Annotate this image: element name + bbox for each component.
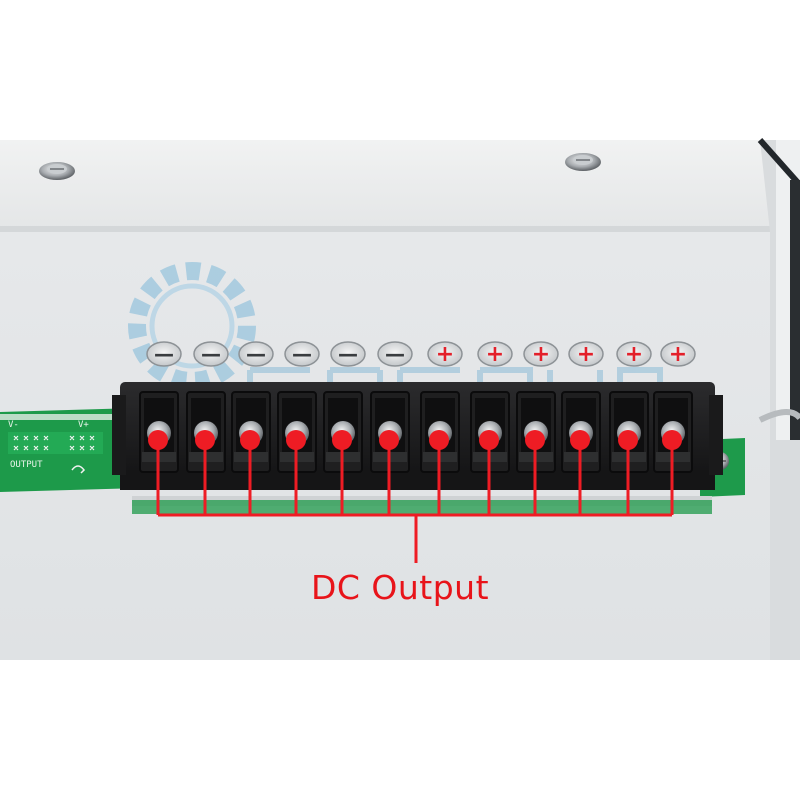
polarity-symbol: + xyxy=(532,342,550,367)
output-marker-6 xyxy=(379,430,399,450)
lid-screw-left xyxy=(39,162,75,180)
terminal-screw-12 xyxy=(653,391,693,473)
polarity-symbol: — xyxy=(201,342,221,366)
plus-polarity-tag: + xyxy=(523,341,559,367)
output-marker-5 xyxy=(332,430,352,450)
minus-polarity-tag: — xyxy=(284,341,320,367)
minus-polarity-tag: — xyxy=(377,341,413,367)
output-marker-12 xyxy=(662,430,682,450)
output-marker-1 xyxy=(148,430,168,450)
output-marker-3 xyxy=(240,430,260,450)
plus-polarity-tag: + xyxy=(427,341,463,367)
pcb-label-output: OUTPUT xyxy=(10,460,43,470)
plus-polarity-tag: + xyxy=(477,341,513,367)
minus-polarity-tag: — xyxy=(146,341,182,367)
dc-output-label: DC Output xyxy=(310,568,490,607)
callout-markers xyxy=(148,430,682,450)
plus-polarity-tag: + xyxy=(568,341,604,367)
minus-polarity-tag: — xyxy=(193,341,229,367)
polarity-symbol: + xyxy=(577,342,595,367)
minus-polarity-tag: — xyxy=(330,341,366,367)
minus-polarity-tag: — xyxy=(238,341,274,367)
output-marker-9 xyxy=(525,430,545,450)
polarity-symbol: + xyxy=(625,342,643,367)
output-marker-4 xyxy=(286,430,306,450)
output-marker-8 xyxy=(479,430,499,450)
output-marker-7 xyxy=(429,430,449,450)
pcb-label-v-plus: V+ xyxy=(78,420,89,430)
polarity-symbol: + xyxy=(486,342,504,367)
pcb-label-v-minus: V- xyxy=(8,420,19,430)
plus-polarity-tag: + xyxy=(616,341,652,367)
polarity-tags: — — — — — — + + + + + + xyxy=(146,341,696,367)
polarity-symbol: + xyxy=(669,342,687,367)
polarity-symbol: — xyxy=(338,342,358,366)
watermark-gear-icon xyxy=(128,262,256,390)
polarity-symbol: — xyxy=(385,342,405,366)
polarity-symbol: — xyxy=(292,342,312,366)
callout-lines xyxy=(156,440,674,563)
output-marker-2 xyxy=(195,430,215,450)
polarity-symbol: — xyxy=(154,342,174,366)
polarity-symbol: + xyxy=(436,342,454,367)
output-marker-11 xyxy=(618,430,638,450)
lid-screw-right xyxy=(565,153,601,171)
chassis-lid xyxy=(0,140,800,230)
output-marker-10 xyxy=(570,430,590,450)
plus-polarity-tag: + xyxy=(660,341,696,367)
output-pcb xyxy=(0,408,140,492)
polarity-symbol: — xyxy=(246,342,266,366)
